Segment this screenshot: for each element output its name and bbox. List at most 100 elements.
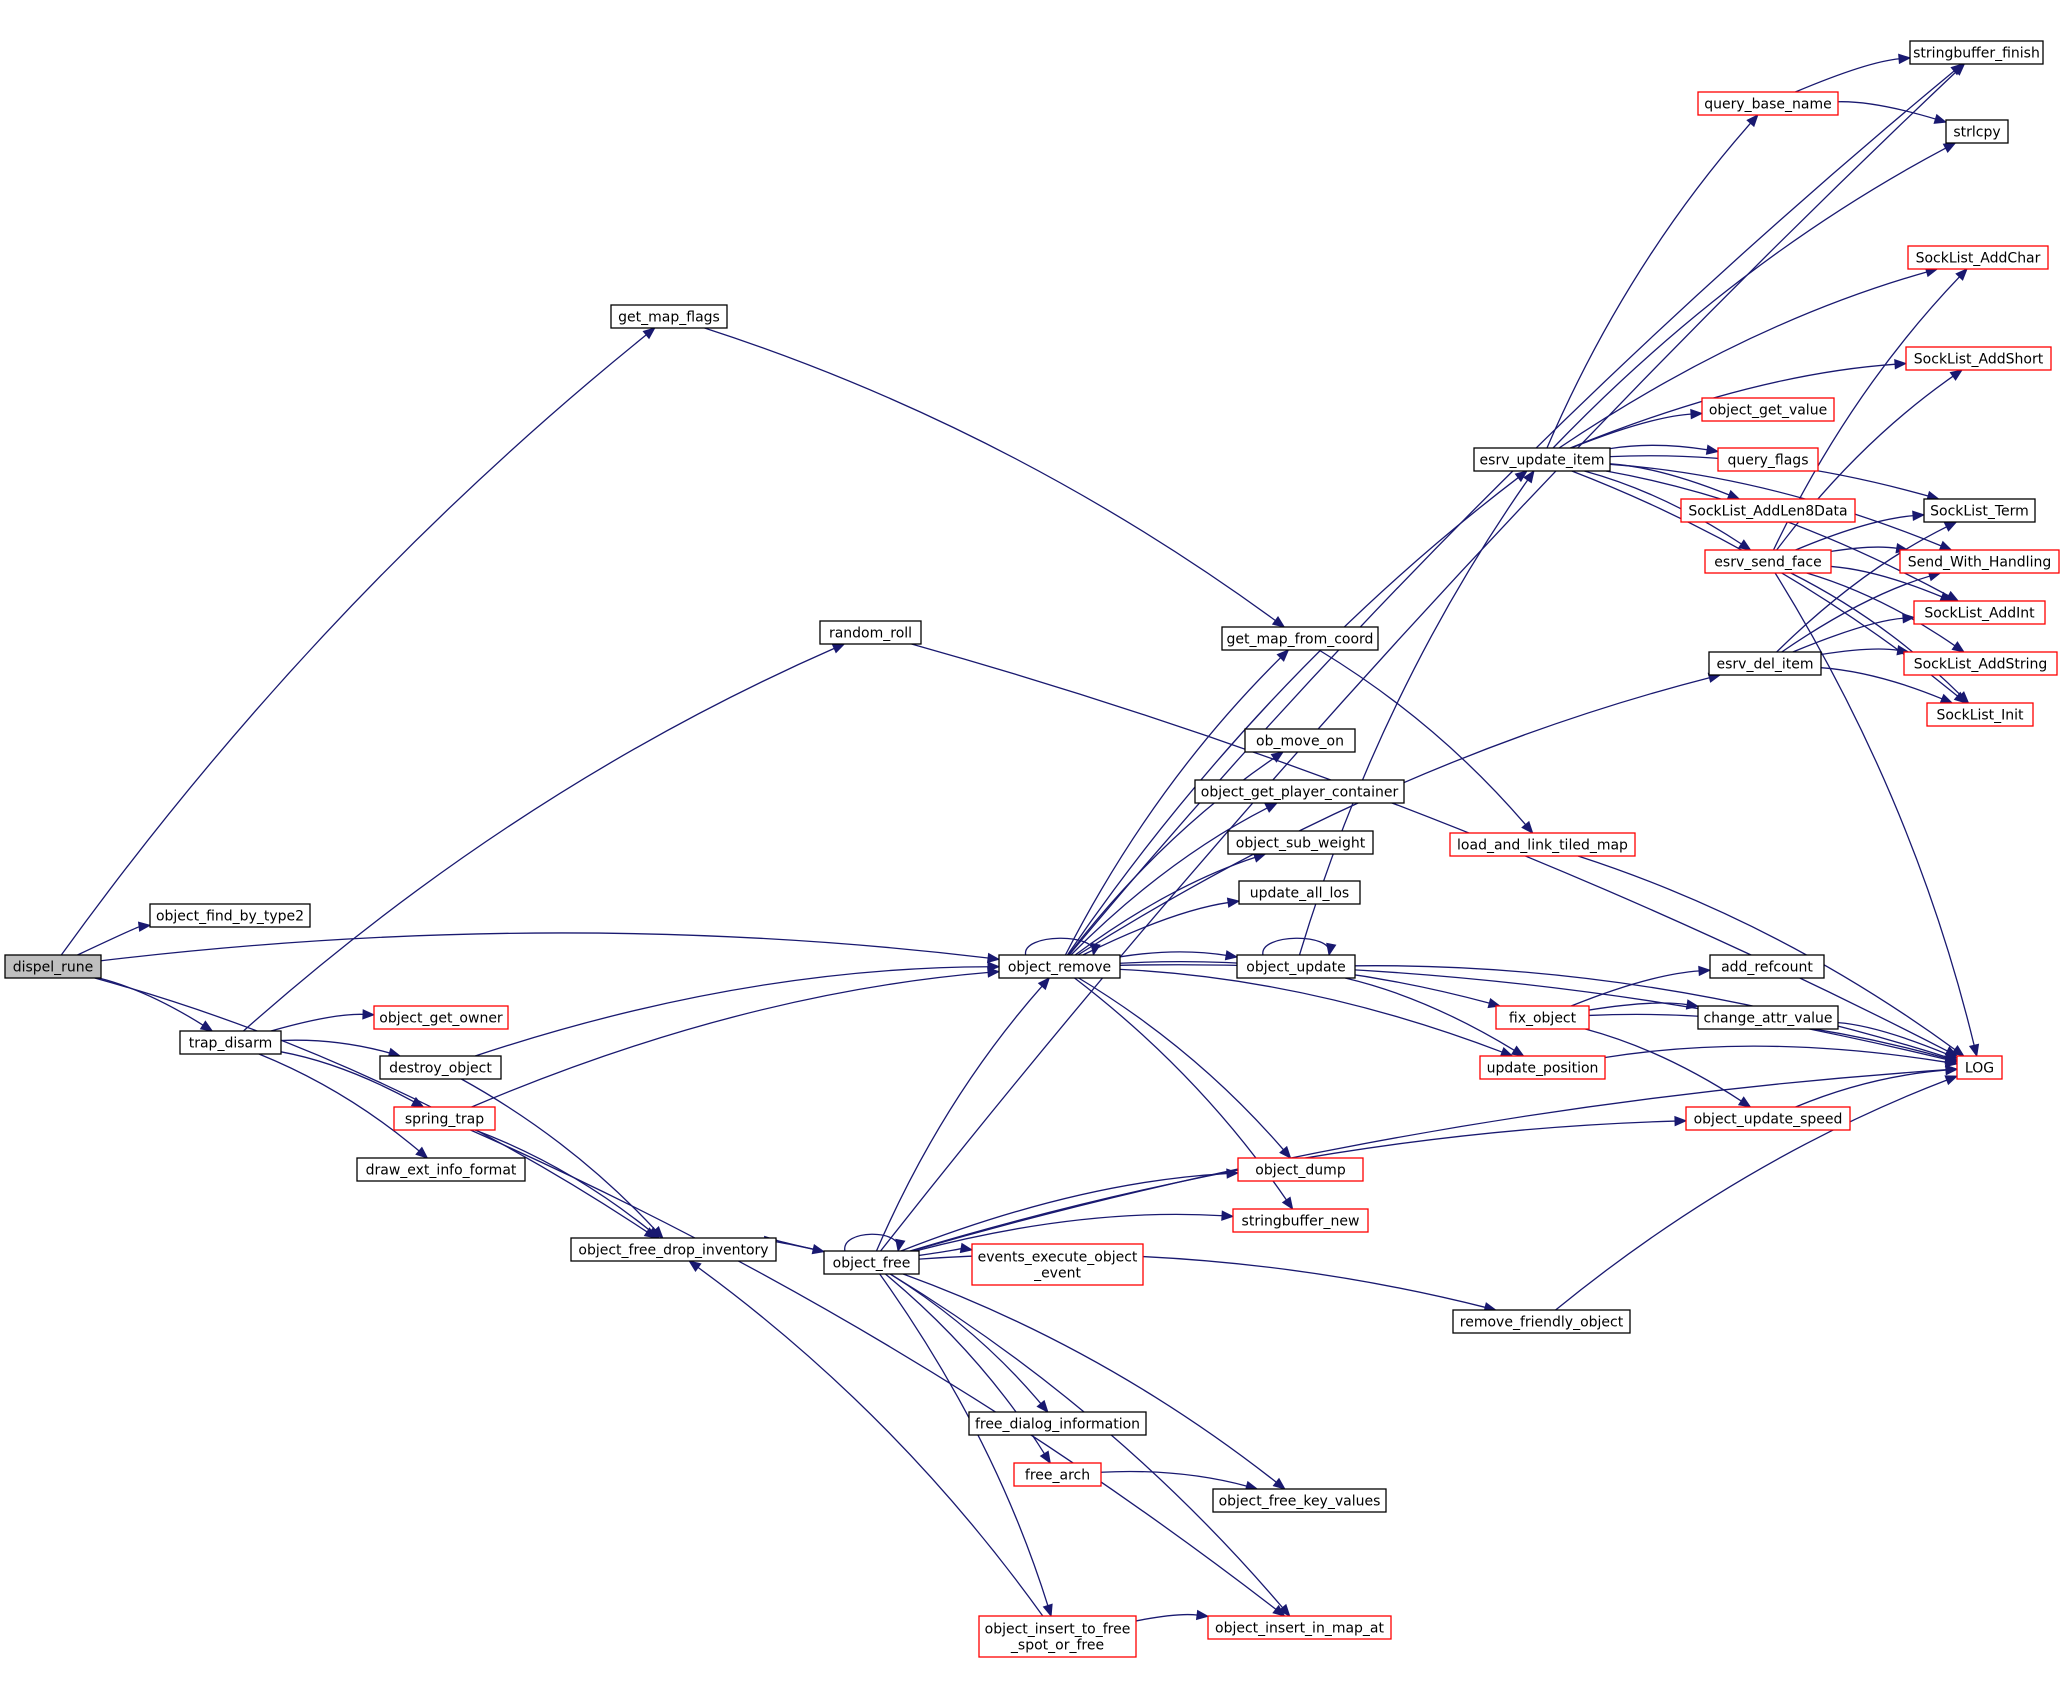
edge-arrowhead [642,327,656,340]
node-esrv_del_item[interactable]: esrv_del_item [1708,651,1822,676]
edge-line [1070,806,1269,956]
edge-line [1318,649,1527,826]
node-SockList_AddChar[interactable]: SockList_AddChar [1907,245,2049,270]
node-box [1452,1309,1631,1334]
edge-line [1100,1470,1248,1487]
node-object_free[interactable]: object_free [823,1250,920,1275]
node-box [570,1237,777,1262]
edge-arrowhead [1221,1210,1235,1221]
edge-line [879,1273,1049,1607]
node-free_dialog_information[interactable]: free_dialog_information [968,1411,1147,1436]
node-LOG[interactable]: LOG [1956,1055,2003,1080]
node-query_flags[interactable]: query_flags [1717,447,1819,472]
node-object_update[interactable]: object_update [1236,954,1356,979]
node-object_remove[interactable]: object_remove [998,954,1121,979]
edge-arrowhead [362,1009,376,1020]
edge-line [696,1266,1044,1617]
edge-arrowhead [1487,997,1502,1009]
node-box [610,304,728,329]
node-stringbuffer_finish[interactable]: stringbuffer_finish [1909,40,2044,65]
node-SockList_AddInt[interactable]: SockList_AddInt [1913,600,2046,625]
node-SockList_Init[interactable]: SockList_Init [1926,702,2034,727]
edge-line [1552,147,1947,449]
edge-esrv_update_item-to-SockList_AddShort [1570,359,1908,449]
node-change_attr_value[interactable]: change_attr_value [1697,1005,1839,1030]
node-load_and_link_tiled_map[interactable]: load_and_link_tiled_map [1449,832,1636,857]
node-object_insert_in_map_at[interactable]: object_insert_in_map_at [1207,1615,1392,1640]
node-label: object_remove [1008,960,1111,976]
edge-esrv_del_item-to-SockList_Init [1820,667,1954,704]
node-object_insert_to_free_spot_or_free[interactable]: object_insert_to_free_spot_or_free [978,1615,1137,1658]
edge-object_free-to-free_dialog_information [889,1273,1049,1414]
node-SockList_AddLen8Data[interactable]: SockList_AddLen8Data [1680,498,1856,523]
node-free_arch[interactable]: free_arch [1013,1462,1102,1487]
edge-esrv_update_item-to-object_get_value [1570,408,1704,449]
edge-update_position-to-LOG [1604,1045,1959,1068]
node-label: stringbuffer_new [1242,1214,1360,1230]
edge-object_update-to-update_position [1344,977,1525,1057]
node-update_all_los[interactable]: update_all_los [1238,880,1361,905]
edge-line [1570,413,1693,449]
node-object_get_player_container[interactable]: object_get_player_container [1194,779,1405,804]
node-label: spring_trap [405,1112,484,1128]
node-box [1680,498,1856,523]
node-label: _event [1033,1266,1081,1282]
node-object_update_speed[interactable]: object_update_speed [1685,1106,1851,1131]
node-get_map_from_coord[interactable]: get_map_from_coord [1221,626,1379,651]
edge-line [1135,1613,1199,1622]
node-label: add_refcount [1721,960,1813,976]
node-SockList_Term[interactable]: SockList_Term [1923,498,2036,523]
edge-esrv_send_face-to-SockList_Init [1790,572,1970,704]
node-remove_friendly_object[interactable]: remove_friendly_object [1452,1309,1631,1334]
node-box [4,954,102,979]
node-esrv_update_item[interactable]: esrv_update_item [1473,447,1611,472]
node-label: LOG [1965,1061,1994,1077]
node-update_position[interactable]: update_position [1479,1055,1606,1080]
node-trap_disarm[interactable]: trap_disarm [179,1030,282,1055]
node-Send_With_Handling[interactable]: Send_With_Handling [1899,549,2060,574]
node-random_roll[interactable]: random_roll [819,620,922,645]
node-strlcpy[interactable]: strlcpy [1945,119,2009,144]
node-SockList_AddShort[interactable]: SockList_AddShort [1905,346,2052,371]
node-ob_move_on[interactable]: ob_move_on [1244,728,1356,753]
node-fix_object[interactable]: fix_object [1495,1005,1590,1030]
node-draw_ext_info_format[interactable]: draw_ext_info_format [356,1157,526,1182]
edge-arrowhead [1195,1609,1210,1621]
edge-get_map_flags-to-get_map_from_coord [704,327,1286,628]
node-box [1909,40,2044,65]
node-object_free_key_values[interactable]: object_free_key_values [1212,1488,1387,1513]
edge-object_remove-to-get_map_from_coord [1064,649,1290,956]
node-stringbuffer_new[interactable]: stringbuffer_new [1232,1208,1369,1233]
node-spring_trap[interactable]: spring_trap [393,1106,496,1131]
node-object_get_owner[interactable]: object_get_owner [373,1005,509,1030]
node-box [1717,447,1819,472]
node-object_find_by_type2[interactable]: object_find_by_type2 [149,903,311,928]
node-SockList_AddString[interactable]: SockList_AddString [1903,651,2058,676]
node-object_dump[interactable]: object_dump [1237,1157,1364,1182]
edge-dispel_rune-to-object_remove [100,932,1001,964]
edge-trap_disarm-to-random_roll [243,643,846,1032]
edge-line [1837,101,1937,120]
node-dispel_rune[interactable]: dispel_rune [4,954,102,979]
edge-arrowhead [986,952,1001,964]
node-add_refcount[interactable]: add_refcount [1709,954,1825,979]
edge-arrowhead [1951,1044,1965,1057]
node-label: query_flags [1728,453,1809,469]
edge-arrowhead [1944,1075,1959,1086]
node-destroy_object[interactable]: destroy_object [379,1055,502,1080]
node-box [1923,498,2036,523]
node-object_free_drop_inventory[interactable]: object_free_drop_inventory [570,1237,777,1262]
edge-object_remove-to-esrv_del_item [1077,672,1722,956]
node-esrv_send_face[interactable]: esrv_send_face [1704,549,1832,574]
node-events_execute_object_event[interactable]: events_execute_object_event [971,1243,1144,1286]
node-object_get_value[interactable]: object_get_value [1701,397,1835,422]
edge-line [1774,572,1976,1047]
edge-object_insert_to_free_spot_or_free-to-object_free_drop_inventory [688,1260,1044,1617]
edge-line [911,1069,1948,1252]
edge-line [1570,970,1701,1007]
node-query_base_name[interactable]: query_base_name [1697,91,1839,116]
edge-arrowhead [1912,510,1926,521]
node-object_sub_weight[interactable]: object_sub_weight [1227,830,1374,855]
edge-arrowhead [1499,1046,1514,1057]
node-get_map_flags[interactable]: get_map_flags [610,304,728,329]
